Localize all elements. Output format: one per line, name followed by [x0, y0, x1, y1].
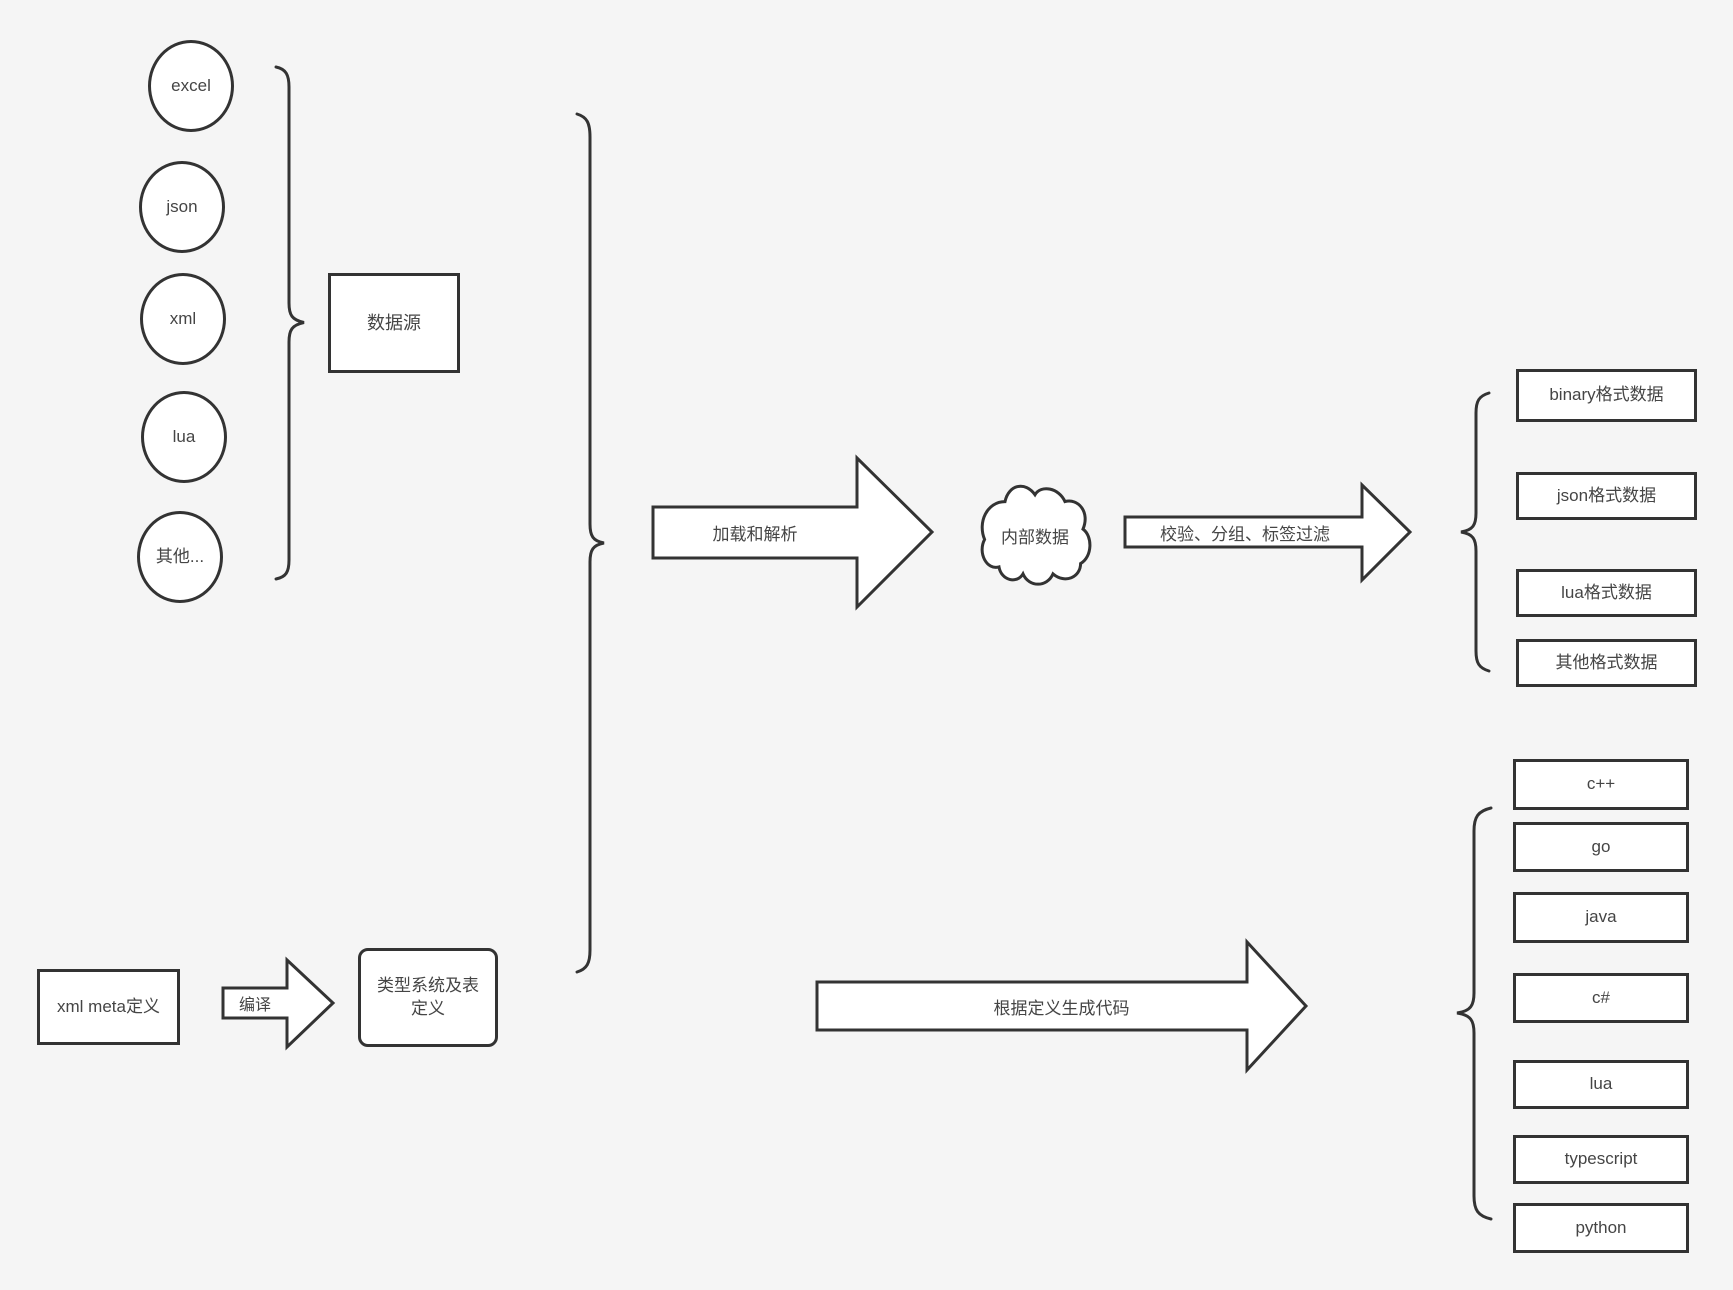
language-box-cpp: c++	[1513, 759, 1689, 810]
format-box-other: 其他格式数据	[1516, 639, 1697, 687]
internal-data-cloud-shape	[982, 486, 1090, 584]
language-box-lua: lua	[1513, 1060, 1689, 1109]
language-box-csharp: c#	[1513, 973, 1689, 1023]
format-box-json: json格式数据	[1516, 472, 1697, 520]
source-ellipse-json: json	[139, 161, 225, 253]
inputs-big-brace-icon	[575, 112, 605, 974]
language-box-python: python	[1513, 1203, 1689, 1253]
source-ellipse-xml: xml	[140, 273, 226, 365]
languages-brace-icon	[1456, 806, 1493, 1221]
load-parse-arrow-shape	[651, 454, 935, 611]
compile-arrow-shape	[221, 956, 336, 1051]
source-ellipse-other: 其他...	[137, 511, 223, 603]
type-system-box: 类型系统及表定义	[358, 948, 498, 1047]
language-box-java: java	[1513, 892, 1689, 943]
xml-meta-definition-box: xml meta定义	[37, 969, 180, 1045]
format-box-lua: lua格式数据	[1516, 569, 1697, 617]
formats-brace-icon	[1460, 391, 1491, 673]
language-box-go: go	[1513, 822, 1689, 872]
validate-arrow-shape	[1123, 481, 1413, 584]
language-box-typescript: typescript	[1513, 1135, 1689, 1184]
source-ellipse-excel: excel	[148, 40, 234, 132]
source-ellipse-lua: lua	[141, 391, 227, 483]
data-source-box: 数据源	[328, 273, 460, 373]
format-box-binary: binary格式数据	[1516, 369, 1697, 422]
sources-brace-icon	[274, 65, 305, 581]
codegen-arrow-shape	[815, 938, 1309, 1074]
